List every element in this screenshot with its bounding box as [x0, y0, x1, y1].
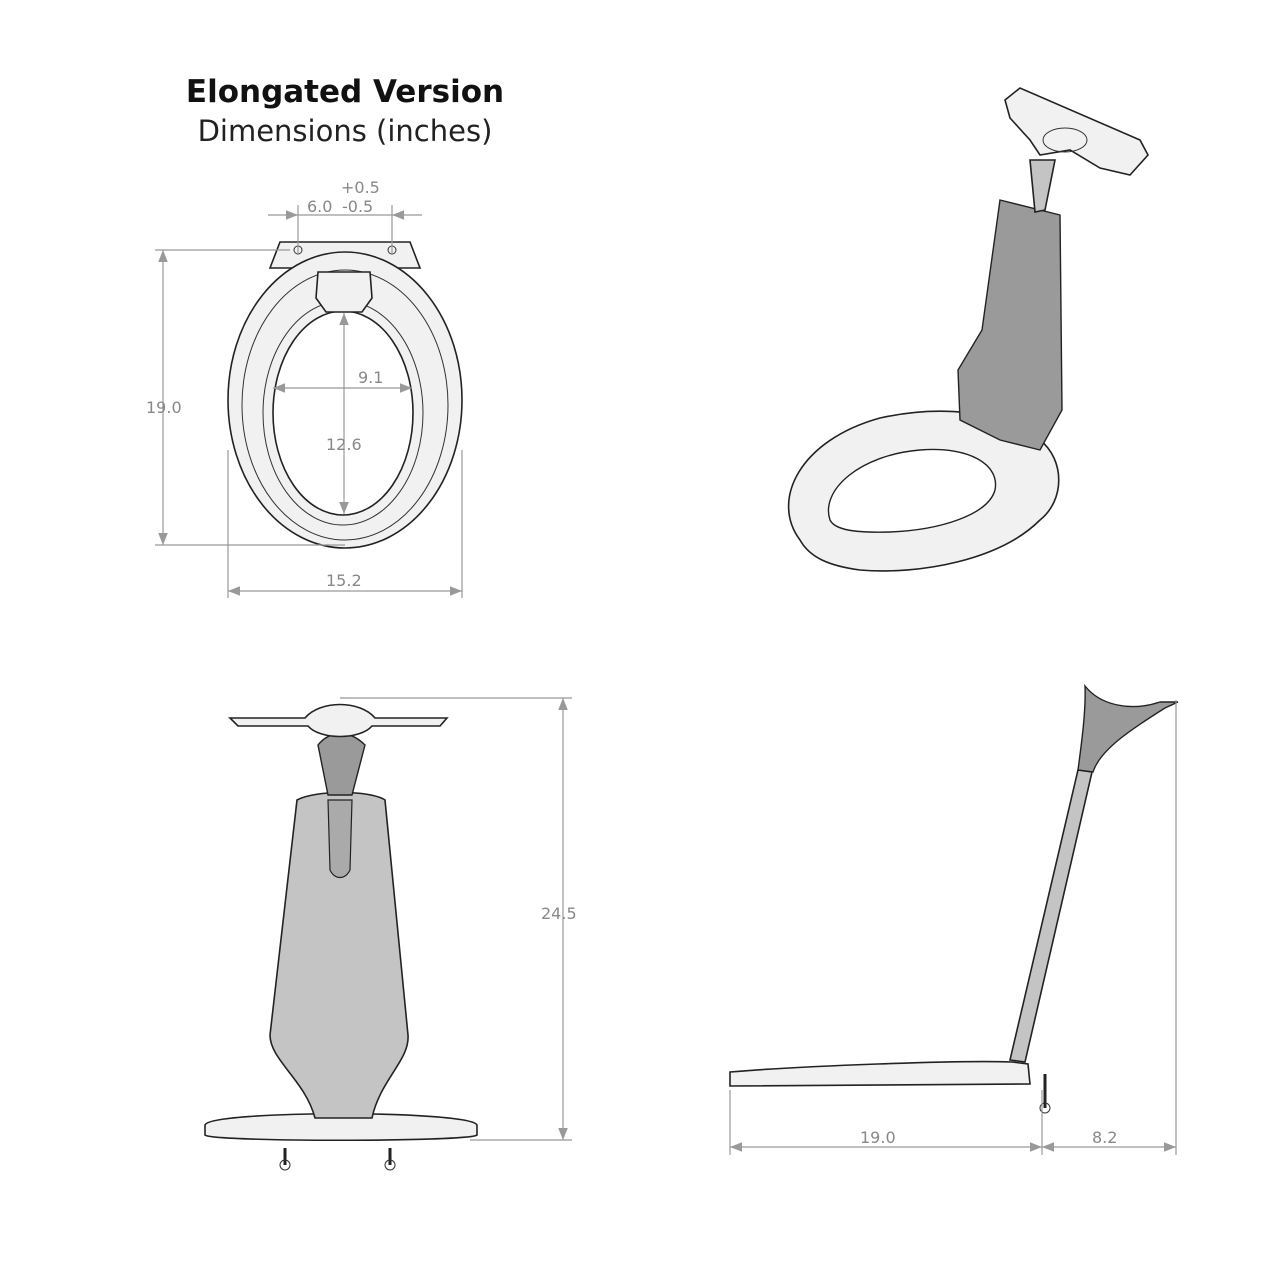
overhang-label: 8.2	[1092, 1128, 1117, 1147]
iso-handle	[1004, 87, 1149, 176]
isometric-view	[787, 87, 1149, 572]
front-clamps	[283, 1148, 392, 1165]
front-slot	[327, 799, 353, 879]
panel-mount	[315, 271, 373, 313]
opening-width-label: 9.1	[358, 368, 383, 387]
front-handle	[228, 703, 449, 738]
iso-neck	[1029, 159, 1056, 213]
hinge-tol-plus: +0.5	[341, 178, 380, 197]
top-view-seat	[227, 241, 463, 549]
drawing-subtitle: Dimensions (inches)	[197, 114, 493, 148]
front-dimensions: 24.5	[340, 697, 577, 1141]
length-label: 19.0	[146, 398, 182, 417]
front-neck	[317, 733, 366, 796]
front-view	[204, 703, 478, 1171]
iso-backrest	[957, 199, 1063, 451]
seat-depth-label: 19.0	[860, 1128, 896, 1147]
height-label: 24.5	[541, 904, 577, 923]
front-seat	[204, 1112, 478, 1142]
hinge-tol-minus: -0.5	[342, 197, 373, 216]
iso-seat-opening	[827, 448, 997, 533]
width-label: 15.2	[326, 571, 362, 590]
side-dimensions: 19.0 8.2	[729, 700, 1177, 1155]
opening-length-label: 12.6	[326, 435, 362, 454]
side-seat	[729, 1060, 1031, 1087]
seat-opening	[272, 310, 414, 516]
side-backrest	[1009, 769, 1093, 1063]
side-view	[729, 683, 1179, 1114]
top-view-dimensions: 6.0 +0.5 -0.5 19.0 15.2 9.1 12.6	[146, 178, 463, 598]
hinge-spacing-label: 6.0	[307, 197, 332, 216]
drawing-title: Elongated Version	[185, 74, 505, 110]
side-neck	[1077, 683, 1179, 773]
